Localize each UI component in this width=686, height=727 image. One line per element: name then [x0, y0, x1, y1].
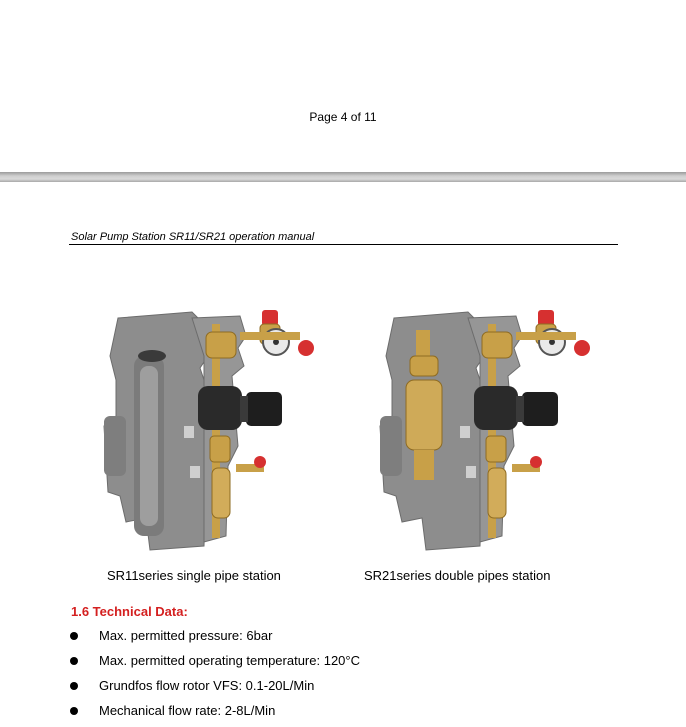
spec-text: Grundfos flow rotor VFS: 0.1-20L/Min: [99, 678, 315, 693]
document-header: Solar Pump Station SR11/SR21 operation m…: [71, 231, 315, 243]
bullet-icon: [70, 682, 78, 690]
page-separator: [0, 172, 686, 182]
spec-text: Max. permitted pressure: 6bar: [99, 628, 273, 643]
sr11-station-photo: [100, 296, 325, 552]
spec-text: Mechanical flow rate: 2-8L/Min: [99, 703, 276, 718]
page-number: Page 4 of 11: [309, 110, 377, 124]
sr21-station-photo: [376, 296, 601, 552]
bullet-icon: [70, 632, 78, 640]
header-rule: [69, 244, 618, 245]
sr11-caption: SR11series single pipe station: [107, 568, 281, 583]
bullet-icon: [70, 707, 78, 715]
spec-text: Max. permitted operating temperature: 12…: [99, 653, 360, 668]
section-title: 1.6 Technical Data:: [71, 604, 188, 619]
sr21-caption: SR21series double pipes station: [364, 568, 551, 583]
bullet-icon: [70, 657, 78, 665]
